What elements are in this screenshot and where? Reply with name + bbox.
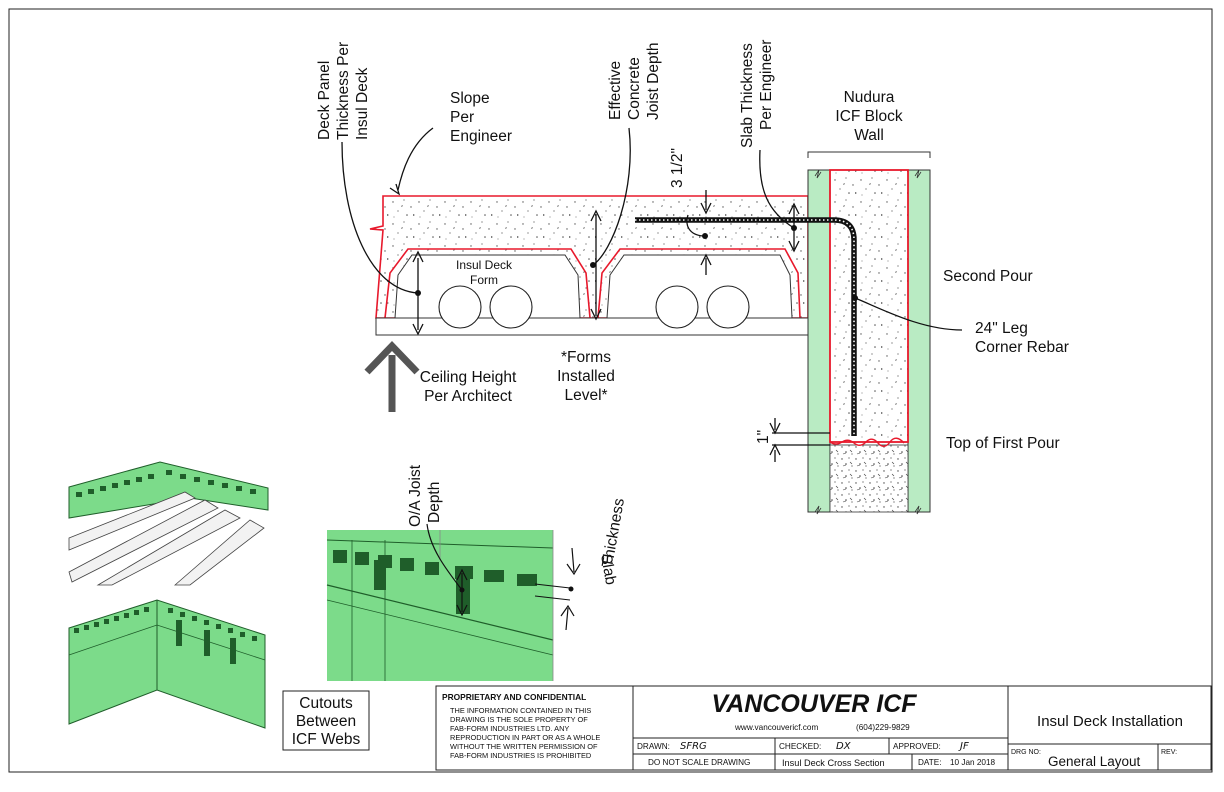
sheet-border <box>8 8 1213 773</box>
proprietary-line-5: WITHOUT THE WRITTEN PERMISSION OF <box>450 742 598 751</box>
leader-lines <box>341 127 963 462</box>
second-pour-label: Second Pour <box>943 268 1033 285</box>
slab-thick-small-label-1: Slab <box>597 553 619 587</box>
date-value: 10 Jan 2018 <box>950 758 996 767</box>
slope-label-1: Slope <box>450 90 490 107</box>
proprietary-line-6: FAB-FORM INDUSTRIES IS PROHIBITED <box>450 751 591 760</box>
deck-panel-label-2: Thickness Per <box>335 42 352 140</box>
deck-panel-label-3: Insul Deck <box>354 67 371 140</box>
slope-label-3: Engineer <box>450 128 512 145</box>
oa-joist-label-1: O/A Joist <box>407 464 424 527</box>
company-name: VANCOUVER ICF <box>711 690 917 718</box>
checked-label: CHECKED: <box>779 742 821 751</box>
do-not-scale: DO NOT SCALE DRAWING <box>648 758 750 767</box>
nudura-label-2: ICF Block <box>835 108 902 125</box>
deck-panel-label-1: Deck Panel <box>316 61 333 140</box>
render-joist-view <box>68 461 269 586</box>
insul-form-label-2: Form <box>470 273 498 287</box>
company-phone: (604)229-9829 <box>856 723 910 732</box>
dim-3-5-label: 3 1/2" <box>669 148 686 188</box>
effective-joist-label-2: Concrete <box>626 57 643 120</box>
section-name: Insul Deck Cross Section <box>782 758 885 768</box>
forms-level-label-3: Level* <box>564 387 607 404</box>
forms-level-label-2: Installed <box>557 368 615 385</box>
slope-label-2: Per <box>450 109 474 126</box>
effective-joist-label-3: Joist Depth <box>645 42 662 120</box>
nudura-label-1: Nudura <box>844 89 895 106</box>
proprietary-line-2: DRAWING IS THE SOLE PROPERTY OF <box>450 715 588 724</box>
effective-joist-label-1: Effective <box>607 61 624 120</box>
nudura-label-3: Wall <box>854 127 884 144</box>
corner-rebar <box>635 217 857 436</box>
slab-thickness-label-2: Per Engineer <box>758 40 775 130</box>
ceiling-label-1: Ceiling Height <box>420 369 517 386</box>
proprietary-line-4: REPRODUCTION IN PART OR AS A WHOLE <box>450 733 600 742</box>
approved-value: JF <box>958 741 969 752</box>
ceiling-label-2: Per Architect <box>424 388 513 405</box>
drg-no-value: General Layout <box>1048 754 1141 769</box>
top-first-pour-label: Top of First Pour <box>946 435 1060 452</box>
insul-form-label-1: Insul Deck <box>456 258 513 272</box>
render-corner-view <box>68 599 266 729</box>
slab-thickness-label-1: Slab Thickness <box>739 43 756 148</box>
slab-thick-small-label-2: Thickness <box>599 497 628 569</box>
title-block <box>435 685 1212 771</box>
proprietary-line-1: THE INFORMATION CONTAINED IN THIS <box>450 706 591 715</box>
forms-level-label-1: *Forms <box>561 349 611 366</box>
cutouts-label-2: Between <box>296 713 356 730</box>
date-label: DATE: <box>918 758 942 767</box>
rev-label: REV: <box>1161 749 1177 756</box>
icf-wall <box>807 151 931 515</box>
leg-rebar-label-2: Corner Rebar <box>975 339 1069 356</box>
leg-rebar-label-1: 24" Leg <box>975 320 1028 337</box>
ceiling-arrow-icon <box>364 340 420 412</box>
drawn-label: DRAWN: <box>637 742 670 751</box>
company-website: www.vancouvericf.com <box>734 723 818 732</box>
checked-value: DX <box>836 741 852 752</box>
proprietary-line-3: FAB-FORM INDUSTRIES LTD. ANY <box>450 724 569 733</box>
approved-label: APPROVED: <box>893 742 941 751</box>
drg-no-label: DRG NO: <box>1011 749 1041 756</box>
oa-joist-label-2: Depth <box>426 482 443 523</box>
dim-1-label: 1" <box>755 430 772 444</box>
slab-cross-section <box>369 195 809 336</box>
cutouts-box <box>282 690 370 751</box>
cutouts-label-3: ICF Webs <box>292 731 361 748</box>
proprietary-heading: PROPRIETARY AND CONFIDENTIAL <box>442 692 586 702</box>
render-closeup-view <box>326 523 581 681</box>
drawing-title: Insul Deck Installation <box>1037 713 1183 730</box>
drawn-value: SFRG <box>680 741 707 752</box>
cutouts-label-1: Cutouts <box>299 695 353 712</box>
